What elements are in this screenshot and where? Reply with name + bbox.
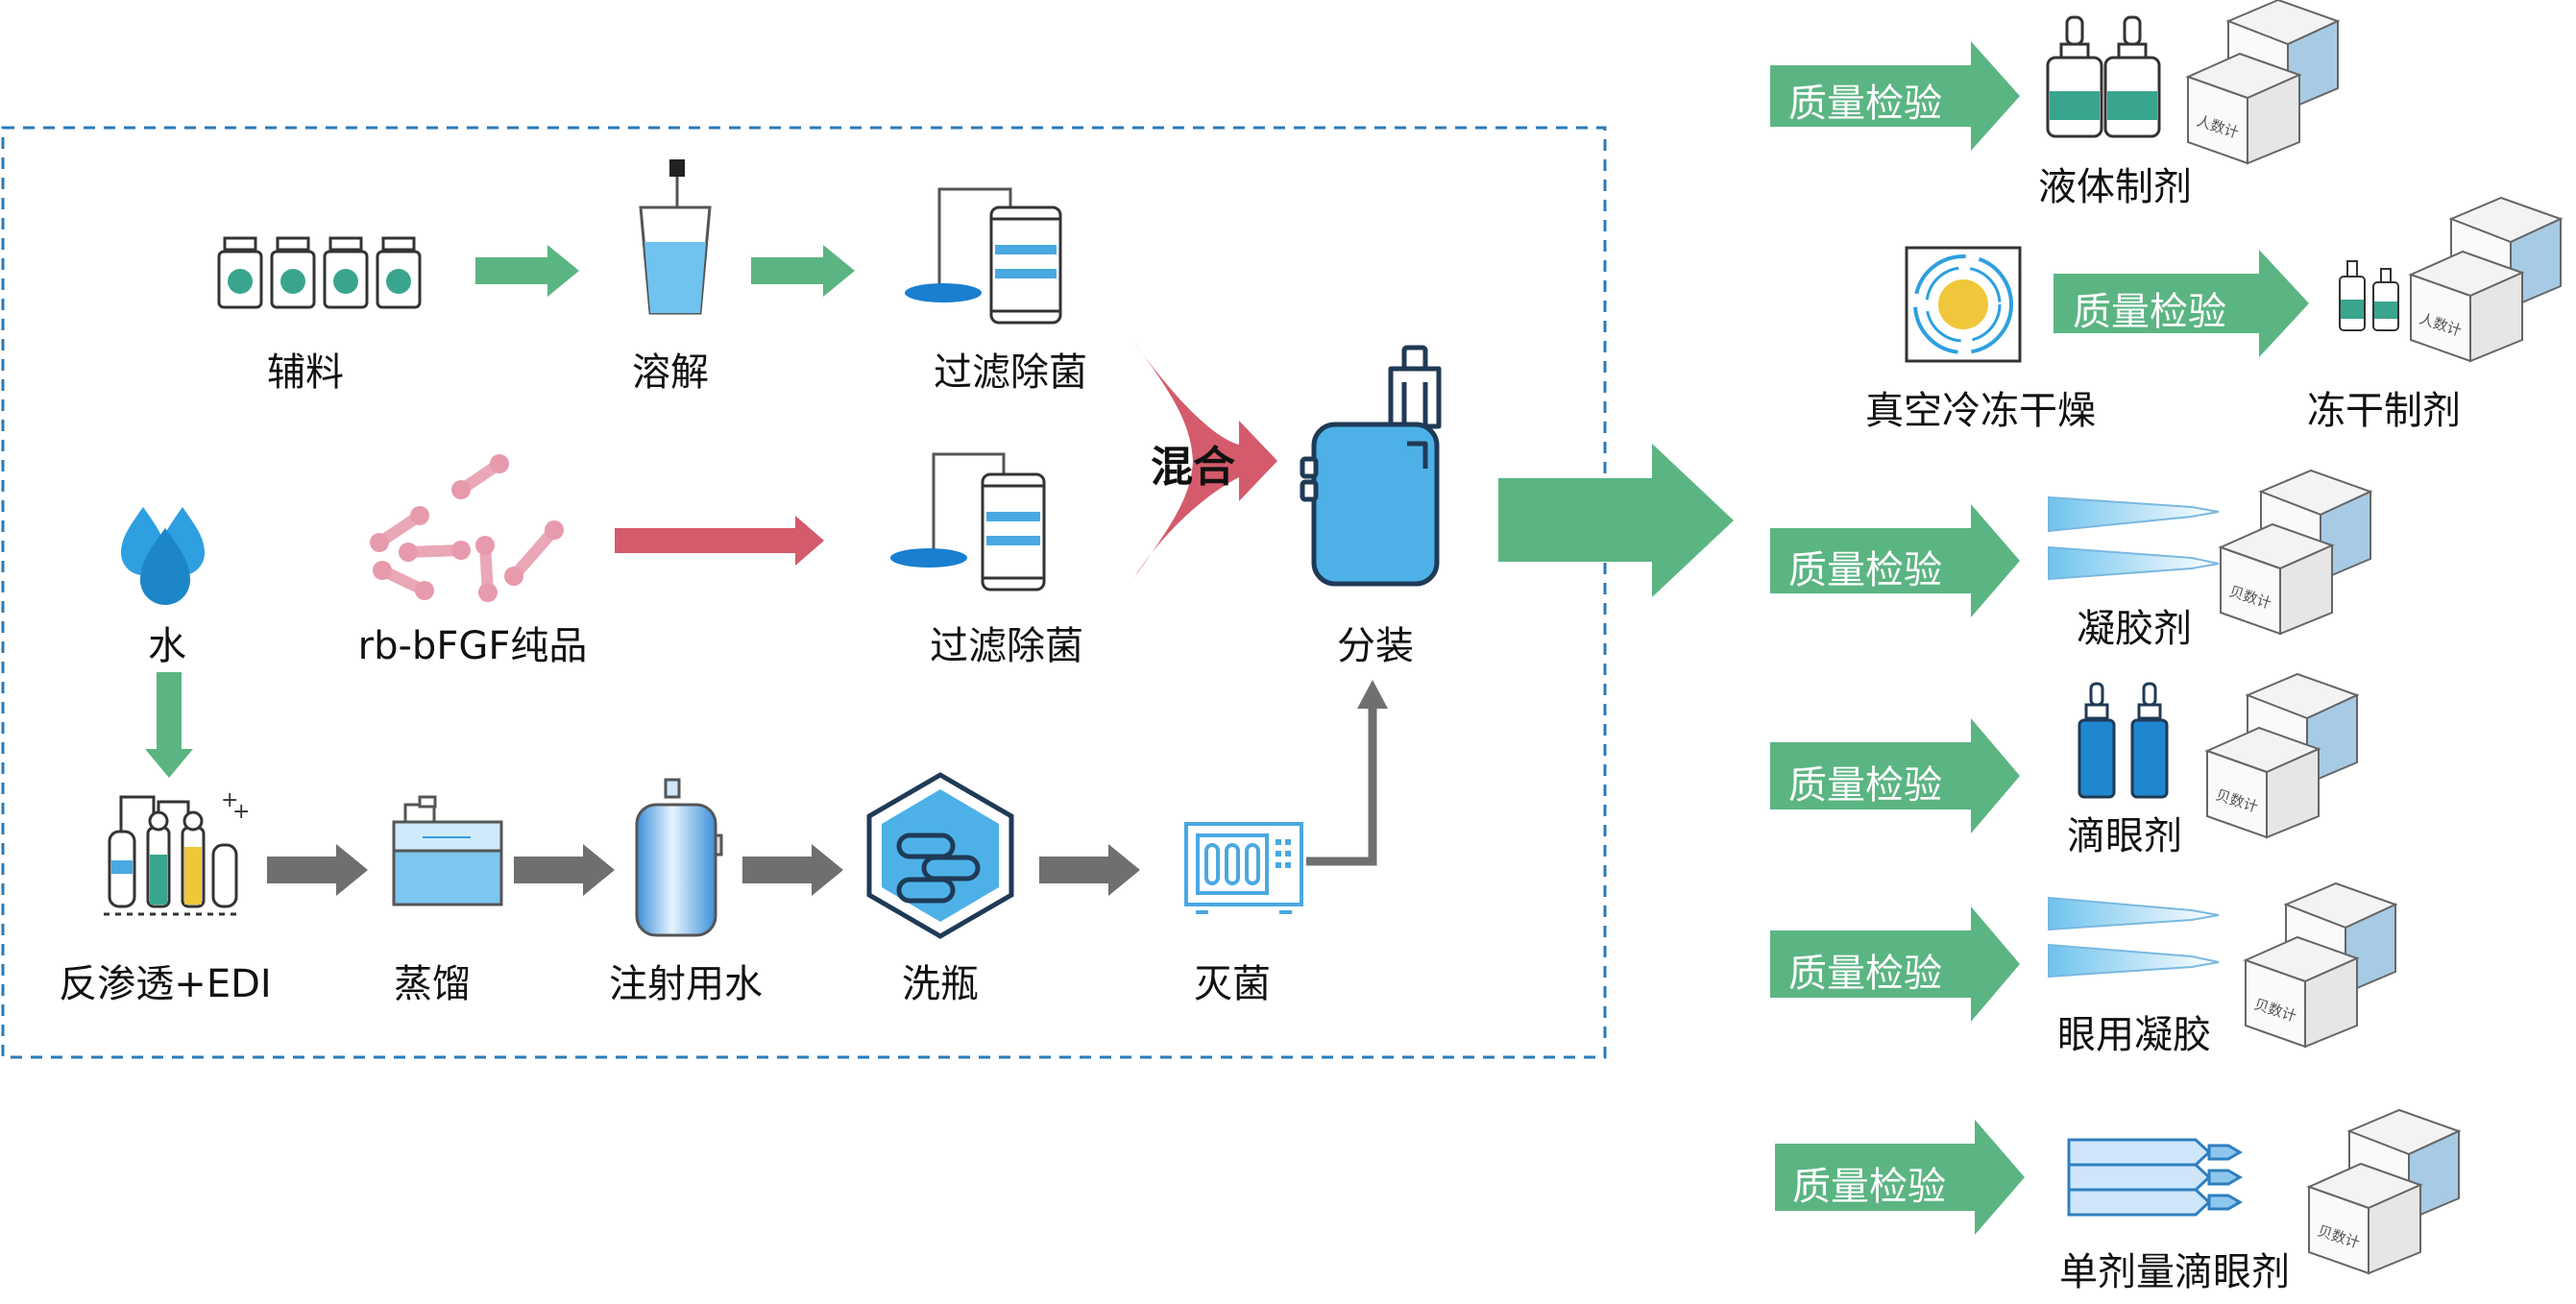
arrow-protein-to-filter bbox=[615, 516, 824, 566]
product-label-eye-drops: 滴眼剂 bbox=[2067, 814, 2182, 858]
svg-text:+: + bbox=[221, 788, 238, 812]
arrow-wash-to-sterilize bbox=[1039, 844, 1140, 896]
vials-icon bbox=[2339, 260, 2399, 331]
arrow-sterilize-to-fill-head bbox=[1357, 680, 1388, 709]
product-label-single-dose: 单剂量滴眼剂 bbox=[2059, 1250, 2290, 1294]
carton-boxes-icon bbox=[2408, 196, 2564, 363]
label-filter-1: 过滤除菌 bbox=[934, 350, 1087, 395]
arrow-wfi-to-wash bbox=[742, 844, 843, 896]
carton-boxes-icon bbox=[2306, 1108, 2462, 1275]
label-fill: 分装 bbox=[1337, 624, 1414, 668]
label-water: 水 bbox=[148, 624, 186, 668]
label-sterilize: 灭菌 bbox=[1194, 962, 1271, 1006]
label-wash: 洗瓶 bbox=[902, 962, 979, 1006]
svg-text:+: + bbox=[232, 800, 250, 824]
filling-machine-icon bbox=[1300, 345, 1442, 587]
protein-molecules-icon bbox=[370, 454, 564, 602]
bottle-washer-icon bbox=[866, 772, 1014, 939]
beaker-icon bbox=[639, 159, 712, 315]
label-ro-edi: 反渗透+EDI bbox=[59, 962, 272, 1006]
carton-boxes-icon bbox=[2185, 0, 2341, 165]
arrow-distill-to-wfi bbox=[514, 844, 615, 896]
process-boundary bbox=[1, 126, 1607, 1059]
gel-tubes-icon bbox=[2048, 495, 2220, 581]
label-mix: 混合 bbox=[1151, 443, 1235, 492]
freeze-dryer-icon bbox=[1905, 246, 2022, 363]
label-excipient: 辅料 bbox=[267, 350, 344, 395]
product-label-freeze-dried: 冻干制剂 bbox=[2307, 389, 2461, 433]
dropper-bottles-icon bbox=[2046, 15, 2161, 138]
quality-label-4: 质量检验 bbox=[1788, 763, 1942, 808]
sterilizer-icon bbox=[1184, 822, 1303, 914]
filter-tank-icon bbox=[905, 187, 1062, 325]
quality-arrow-2 bbox=[2054, 250, 2309, 357]
wfi-tank-icon bbox=[635, 778, 723, 937]
product-label-liquid: 液体制剂 bbox=[2038, 165, 2192, 209]
excipient-bottles-icon bbox=[217, 236, 422, 309]
quality-arrow-5 bbox=[1770, 906, 2020, 1022]
carton-boxes-icon bbox=[2243, 881, 2398, 1049]
arrow-excipient-to-dissolve bbox=[475, 245, 579, 297]
quality-arrow-6 bbox=[1775, 1120, 2025, 1235]
single-dose-ampoules-icon bbox=[2067, 1138, 2243, 1217]
quality-arrow-3 bbox=[1770, 504, 2020, 617]
carton-boxes-icon bbox=[2204, 672, 2360, 839]
quality-label-1: 质量检验 bbox=[1788, 82, 1942, 126]
mixing-arrow bbox=[1131, 338, 1277, 579]
filter-tank-icon bbox=[890, 452, 1046, 592]
label-dissolve: 溶解 bbox=[632, 350, 709, 395]
quality-arrow-1 bbox=[1770, 41, 2020, 151]
distiller-icon bbox=[392, 795, 503, 906]
label-wfi: 注射用水 bbox=[609, 962, 763, 1006]
quality-label-2: 质量检验 bbox=[2073, 290, 2226, 334]
label-rb-bfgf: rb-bFGF纯品 bbox=[357, 624, 588, 668]
arrow-ro-to-distill bbox=[267, 844, 368, 896]
carton-boxes-icon bbox=[2218, 469, 2373, 636]
product-label-eye-gel: 眼用凝胶 bbox=[2057, 1013, 2211, 1057]
water-drops-icon bbox=[121, 507, 205, 605]
eye-drop-bottles-icon bbox=[2078, 682, 2169, 799]
quality-arrow-4 bbox=[1770, 718, 2020, 833]
arrow-process-to-products bbox=[1498, 444, 1734, 597]
eye-gel-tubes-icon bbox=[2048, 896, 2220, 978]
quality-label-3: 质量检验 bbox=[1788, 548, 1942, 592]
label-freeze-dry: 真空冷冻干燥 bbox=[1865, 389, 2096, 433]
arrow-sterilize-to-fill bbox=[1306, 706, 1377, 866]
arrow-water-to-ro bbox=[145, 672, 193, 778]
quality-label-5: 质量检验 bbox=[1788, 952, 1942, 996]
ro-edi-equipment-icon: + + bbox=[104, 788, 250, 916]
arrow-dissolve-to-filter bbox=[751, 245, 855, 297]
label-filter-2: 过滤除菌 bbox=[930, 624, 1083, 668]
product-label-gel: 凝胶剂 bbox=[2077, 607, 2192, 651]
label-distill: 蒸馏 bbox=[394, 962, 471, 1006]
quality-label-6: 质量检验 bbox=[1792, 1165, 1946, 1209]
